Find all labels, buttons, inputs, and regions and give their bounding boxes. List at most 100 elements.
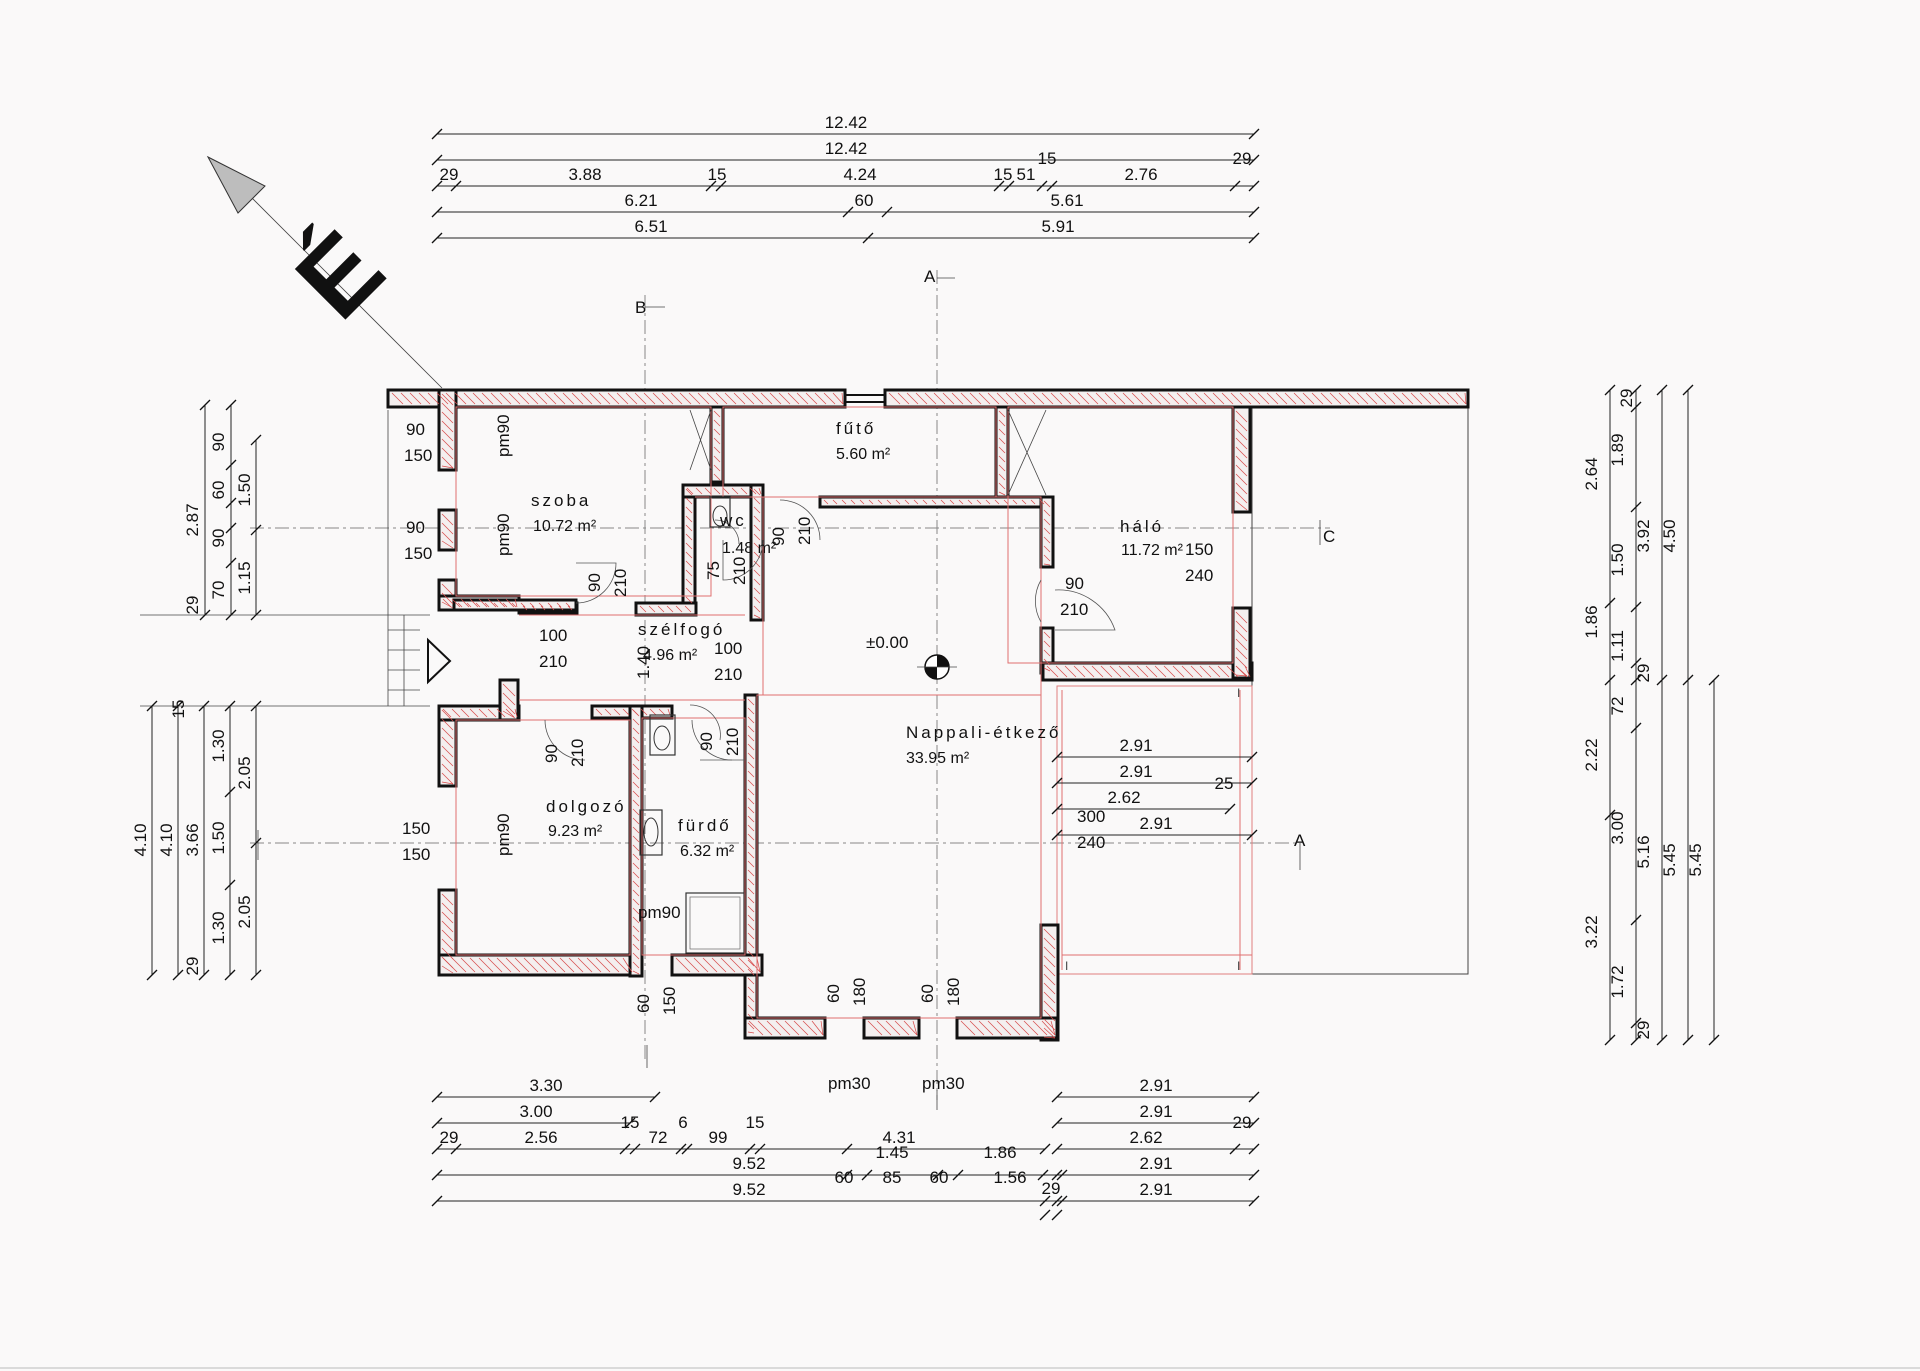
opening-dolgozo-door-w: 90 <box>542 744 561 763</box>
dim-right-l-6: 3.22 <box>1582 915 1601 948</box>
opening-halo-door-h: 210 <box>1060 600 1088 619</box>
bath-toilet-bowl-icon <box>653 725 671 751</box>
opening-szoba-door-h: 210 <box>611 569 630 597</box>
dim-top-r4-0: 6.21 <box>624 191 657 210</box>
dim-bottom-right-4: 2.91 <box>1139 1180 1172 1199</box>
opening-furdo-win-h: 150 <box>660 987 679 1015</box>
opening-halo-win-h: 240 <box>1185 566 1213 585</box>
room-area-halo: 11.72 m² <box>1121 542 1184 559</box>
dim-bottom-mid-b-1: 1.86 <box>983 1143 1016 1162</box>
wall-hatching <box>391 392 1467 1039</box>
pm90-furdo: pm90 <box>638 903 681 922</box>
dim-bottom-r3-4: 6 <box>678 1113 687 1132</box>
room-name-wc: wc <box>719 511 747 530</box>
opening-szelfogo-door-w: 100 <box>714 639 742 658</box>
dim-right-l-2: 3.00 <box>1608 811 1627 844</box>
dim-top-r3-7: 2.76 <box>1124 165 1157 184</box>
section-label-c: C <box>1323 527 1335 546</box>
room-area-dolgozo: 9.23 m² <box>548 823 603 840</box>
dim-bottom-r4-3: 60 <box>930 1168 949 1187</box>
dim-left-l-9: 29 <box>183 957 202 976</box>
opening-szoba-win2-w: 90 <box>406 518 425 537</box>
dim-bottom-right-1: 2.91 <box>1139 1102 1172 1121</box>
opening-bottom-win1-w: 60 <box>824 984 843 1003</box>
svg-text:I: I <box>1237 686 1240 700</box>
dim-bottom-mid-b-0: 1.45 <box>875 1143 908 1162</box>
opening-bottom-win2-h: 180 <box>944 978 963 1006</box>
svg-text:I: I <box>1065 959 1068 973</box>
opening-wc-door2-h: 210 <box>795 517 814 545</box>
dim-left-l-5: 2.05 <box>235 756 254 789</box>
north-label: É <box>275 210 406 341</box>
dim-right-u-4: 3.92 <box>1634 519 1653 552</box>
dim-top-overall-2: 12.42 <box>825 139 868 158</box>
room-area-futo: 5.60 m² <box>836 446 891 463</box>
pm90-dolgozo: pm90 <box>494 813 513 856</box>
room-name-furdo: fürdő <box>678 816 732 835</box>
terrace-dim-3: 2.62 <box>1107 788 1140 807</box>
dim-bottom-r3-0: 29 <box>440 1128 459 1147</box>
room-area-szoba: 10.72 m² <box>533 518 597 535</box>
dim-right-u-6: 1.86 <box>1582 605 1601 638</box>
dim-bottom-r3-2: 15 <box>621 1113 640 1132</box>
dim-top-overall-1: 12.42 <box>825 113 868 132</box>
opening-bottom-win1-h: 180 <box>850 978 869 1006</box>
dim-right-u-2: 1.89 <box>1608 433 1627 466</box>
dim-right-u-7: 1.11 <box>1608 630 1627 662</box>
section-label-a-right: A <box>1294 831 1306 850</box>
entrance-steps <box>387 410 452 706</box>
dim-140: 1.40 <box>634 646 653 679</box>
dim-bottom-left-a: 3.30 <box>529 1076 562 1095</box>
dim-top-r3-2: 15 <box>708 165 727 184</box>
section-label-a-top: A <box>924 267 936 286</box>
room-name-futo: fűtő <box>836 419 876 438</box>
dim-bottom-right-29: 29 <box>1233 1113 1252 1132</box>
opening-szoba-win1-w: 90 <box>406 420 425 439</box>
pm90-szoba-2: pm90 <box>494 513 513 556</box>
room-name-dolgozo: dolgozó <box>546 797 627 816</box>
pm30-label-1: pm30 <box>828 1074 871 1093</box>
north-arrow: É <box>206 155 443 389</box>
dim-bottom-r4-5: 29 <box>1042 1179 1061 1198</box>
terrace-dim-2: 2.91 <box>1119 762 1152 781</box>
opening-szoba-win2-h: 150 <box>404 544 432 563</box>
room-area-nappali: 33.95 m² <box>906 750 970 767</box>
section-label-b: B <box>635 298 646 317</box>
dim-left-l-4: 1.30 <box>209 729 228 762</box>
opening-wc-door1-h: 210 <box>730 557 749 585</box>
dim-bottom-r3-5: 99 <box>709 1128 728 1147</box>
dim-left-u-7: 29 <box>183 596 202 615</box>
room-labels: szoba 10.72 m² fűtő 5.60 m² wc 1.48 m² h… <box>531 419 1184 860</box>
dim-bottom-r3-1: 2.56 <box>524 1128 557 1147</box>
north-arrow-head <box>206 155 266 214</box>
dim-top-r3-6: 15 <box>1038 149 1057 168</box>
dim-left-l-2: 3.66 <box>183 823 202 856</box>
opening-halo-door-w: 90 <box>1065 574 1084 593</box>
opening-bottom-win2-w: 60 <box>918 984 937 1003</box>
dim-left-l-0: 4.10 <box>131 823 150 856</box>
dim-right-u-0: 2.64 <box>1582 457 1601 490</box>
bath-toilet-icon <box>649 714 676 756</box>
room-name-szelfogo: szélfogó <box>638 620 725 639</box>
wc-toilet-icon <box>709 496 731 528</box>
opening-nappali-win-w: 300 <box>1077 807 1105 826</box>
walls <box>386 388 1470 1042</box>
dim-right-u-5: 4.50 <box>1660 519 1679 552</box>
dim-right-l-4: 5.45 <box>1660 843 1679 876</box>
dim-bottom-right-0: 2.91 <box>1139 1076 1172 1095</box>
dim-top-r5-1: 5.91 <box>1041 217 1074 236</box>
room-name-szoba: szoba <box>531 491 591 510</box>
dim-left-l-1: 4.10 <box>157 823 176 856</box>
opening-wc-door2-w: 90 <box>769 527 788 546</box>
dim-left-l-3: 15 <box>169 700 188 719</box>
opening-furdo-door-h: 210 <box>723 728 742 756</box>
dim-top-r4-1: 60 <box>855 191 874 210</box>
opening-furdo-win-w: 60 <box>634 994 653 1013</box>
dim-right-l-3: 5.16 <box>1634 835 1653 868</box>
dim-bottom-mid-a: 4.31 <box>882 1128 915 1147</box>
terrace: I I I <box>1056 389 1469 975</box>
opening-wc-door1-w: 75 <box>704 561 723 580</box>
opening-dimensions: 90 150 90 150 pm90 pm90 90 210 75 210 90… <box>402 414 1213 1093</box>
dim-left-u-3: 1.50 <box>235 473 254 506</box>
dim-bottom-right-2: 2.62 <box>1129 1128 1162 1147</box>
